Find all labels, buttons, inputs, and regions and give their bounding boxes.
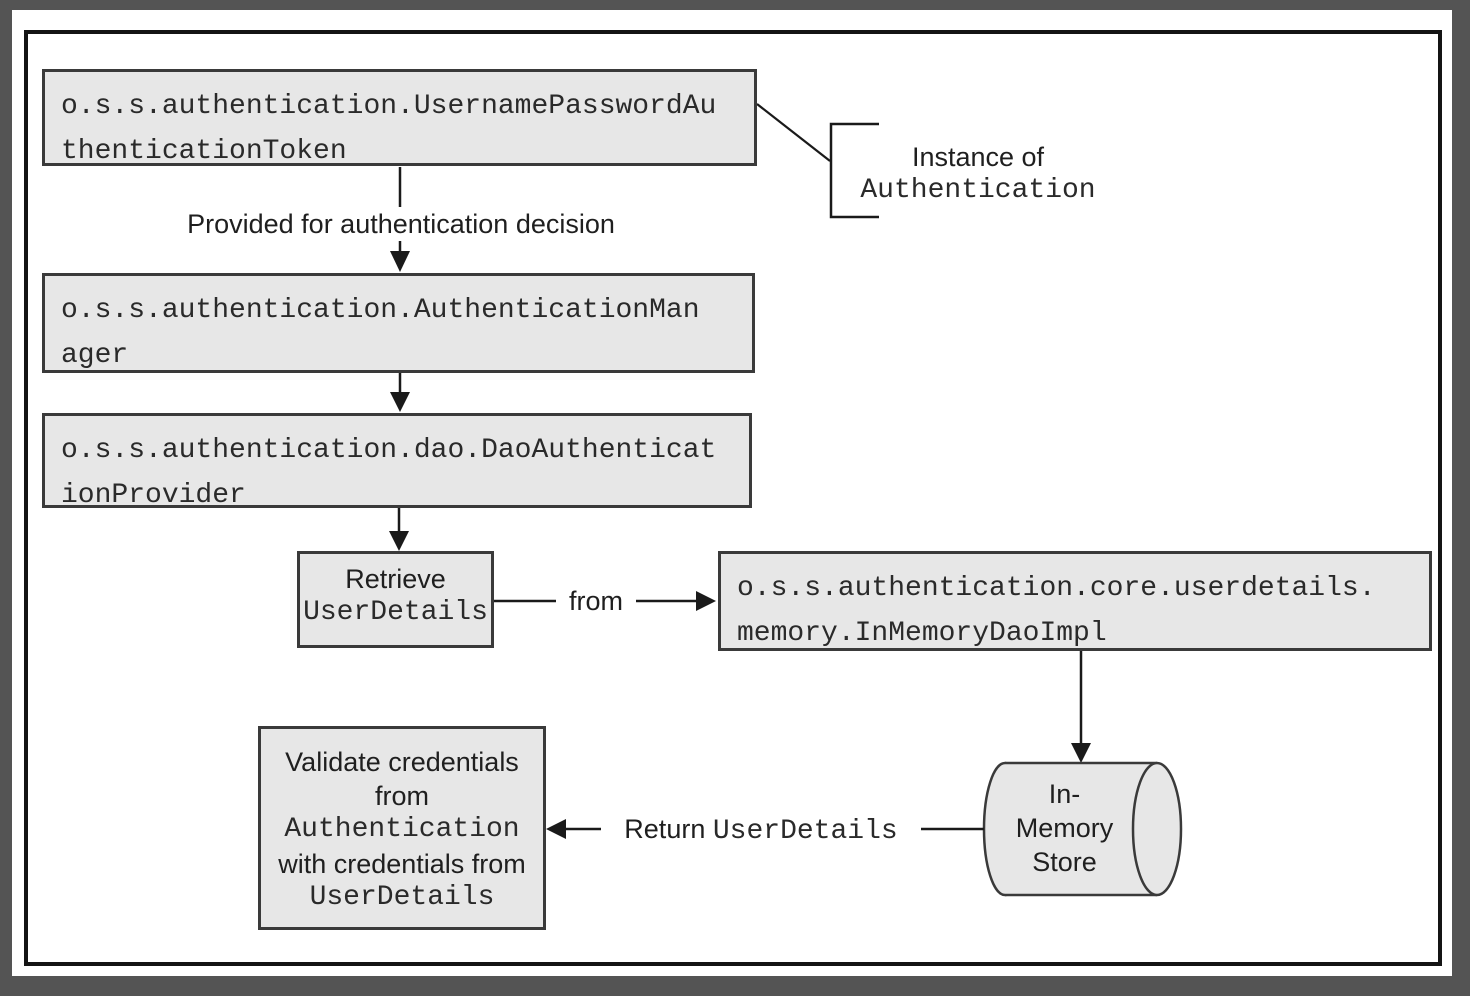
- annotation-instance-of-authentication: Instance of Authentication: [838, 140, 1118, 208]
- arrow-inmemorydao-to-store: [1071, 651, 1091, 763]
- class-name-line: o.s.s.authentication.AuthenticationMan: [61, 295, 700, 326]
- store-label-line: Store: [1032, 847, 1097, 877]
- arrow-provider-to-retrieve: [389, 506, 409, 551]
- class-box-username-password-authentication-token: o.s.s.authentication.UsernamePasswordAu …: [42, 69, 757, 167]
- class-name-line: o.s.s.authentication.UsernamePasswordAu: [61, 91, 717, 122]
- class-box-in-memory-dao-impl: o.s.s.authentication.core.userdetails. m…: [718, 551, 1432, 651]
- class-box-dao-authentication-provider: o.s.s.authentication.dao.DaoAuthenticat …: [42, 413, 752, 511]
- instance-bracket: [829, 122, 879, 219]
- step-box-validate-credentials: Validate credentials from Authentication…: [258, 726, 546, 930]
- callout-line: [756, 103, 831, 162]
- class-name-line: ager: [61, 340, 129, 371]
- edge-label-provided-for-authentication-decision: Provided for authentication decision: [171, 207, 631, 241]
- class-name-line: UserDetails: [309, 882, 495, 913]
- class-name-line: o.s.s.authentication.dao.DaoAuthenticat: [61, 435, 717, 466]
- class-name-line: memory.InMemoryDaoImpl: [737, 618, 1107, 649]
- step-box-retrieve-userdetails: Retrieve UserDetails: [297, 551, 494, 648]
- class-name-line: UserDetails: [712, 816, 898, 847]
- class-name-line: UserDetails: [303, 597, 488, 628]
- store-label-line: Memory: [1015, 813, 1114, 843]
- class-name-line: ionProvider: [61, 480, 246, 511]
- step-text: from: [375, 781, 429, 811]
- edge-label-return-userdetails: Return UserDetails: [601, 812, 921, 849]
- edge-label-text: Return: [624, 814, 706, 844]
- store-label-in-memory-store: In- Memory Store: [992, 777, 1137, 879]
- step-text: Validate credentials: [285, 747, 519, 777]
- figure-border: [24, 30, 1442, 966]
- class-name-line: o.s.s.authentication.core.userdetails.: [737, 573, 1376, 604]
- class-name-line: Authentication: [860, 175, 1096, 206]
- annotation-text: Instance of: [911, 142, 1045, 172]
- step-text: with credentials from: [278, 849, 526, 879]
- database-cylinder: [982, 761, 1183, 897]
- class-name-line: Authentication: [284, 814, 520, 845]
- step-text: Retrieve: [345, 564, 446, 594]
- edge-label-from: from: [556, 584, 636, 618]
- class-name-line: thenticationToken: [61, 136, 347, 167]
- class-box-authentication-manager: o.s.s.authentication.AuthenticationMan a…: [42, 273, 755, 373]
- store-label-line: In-: [1048, 779, 1081, 809]
- arrow-manager-to-provider: [390, 373, 410, 412]
